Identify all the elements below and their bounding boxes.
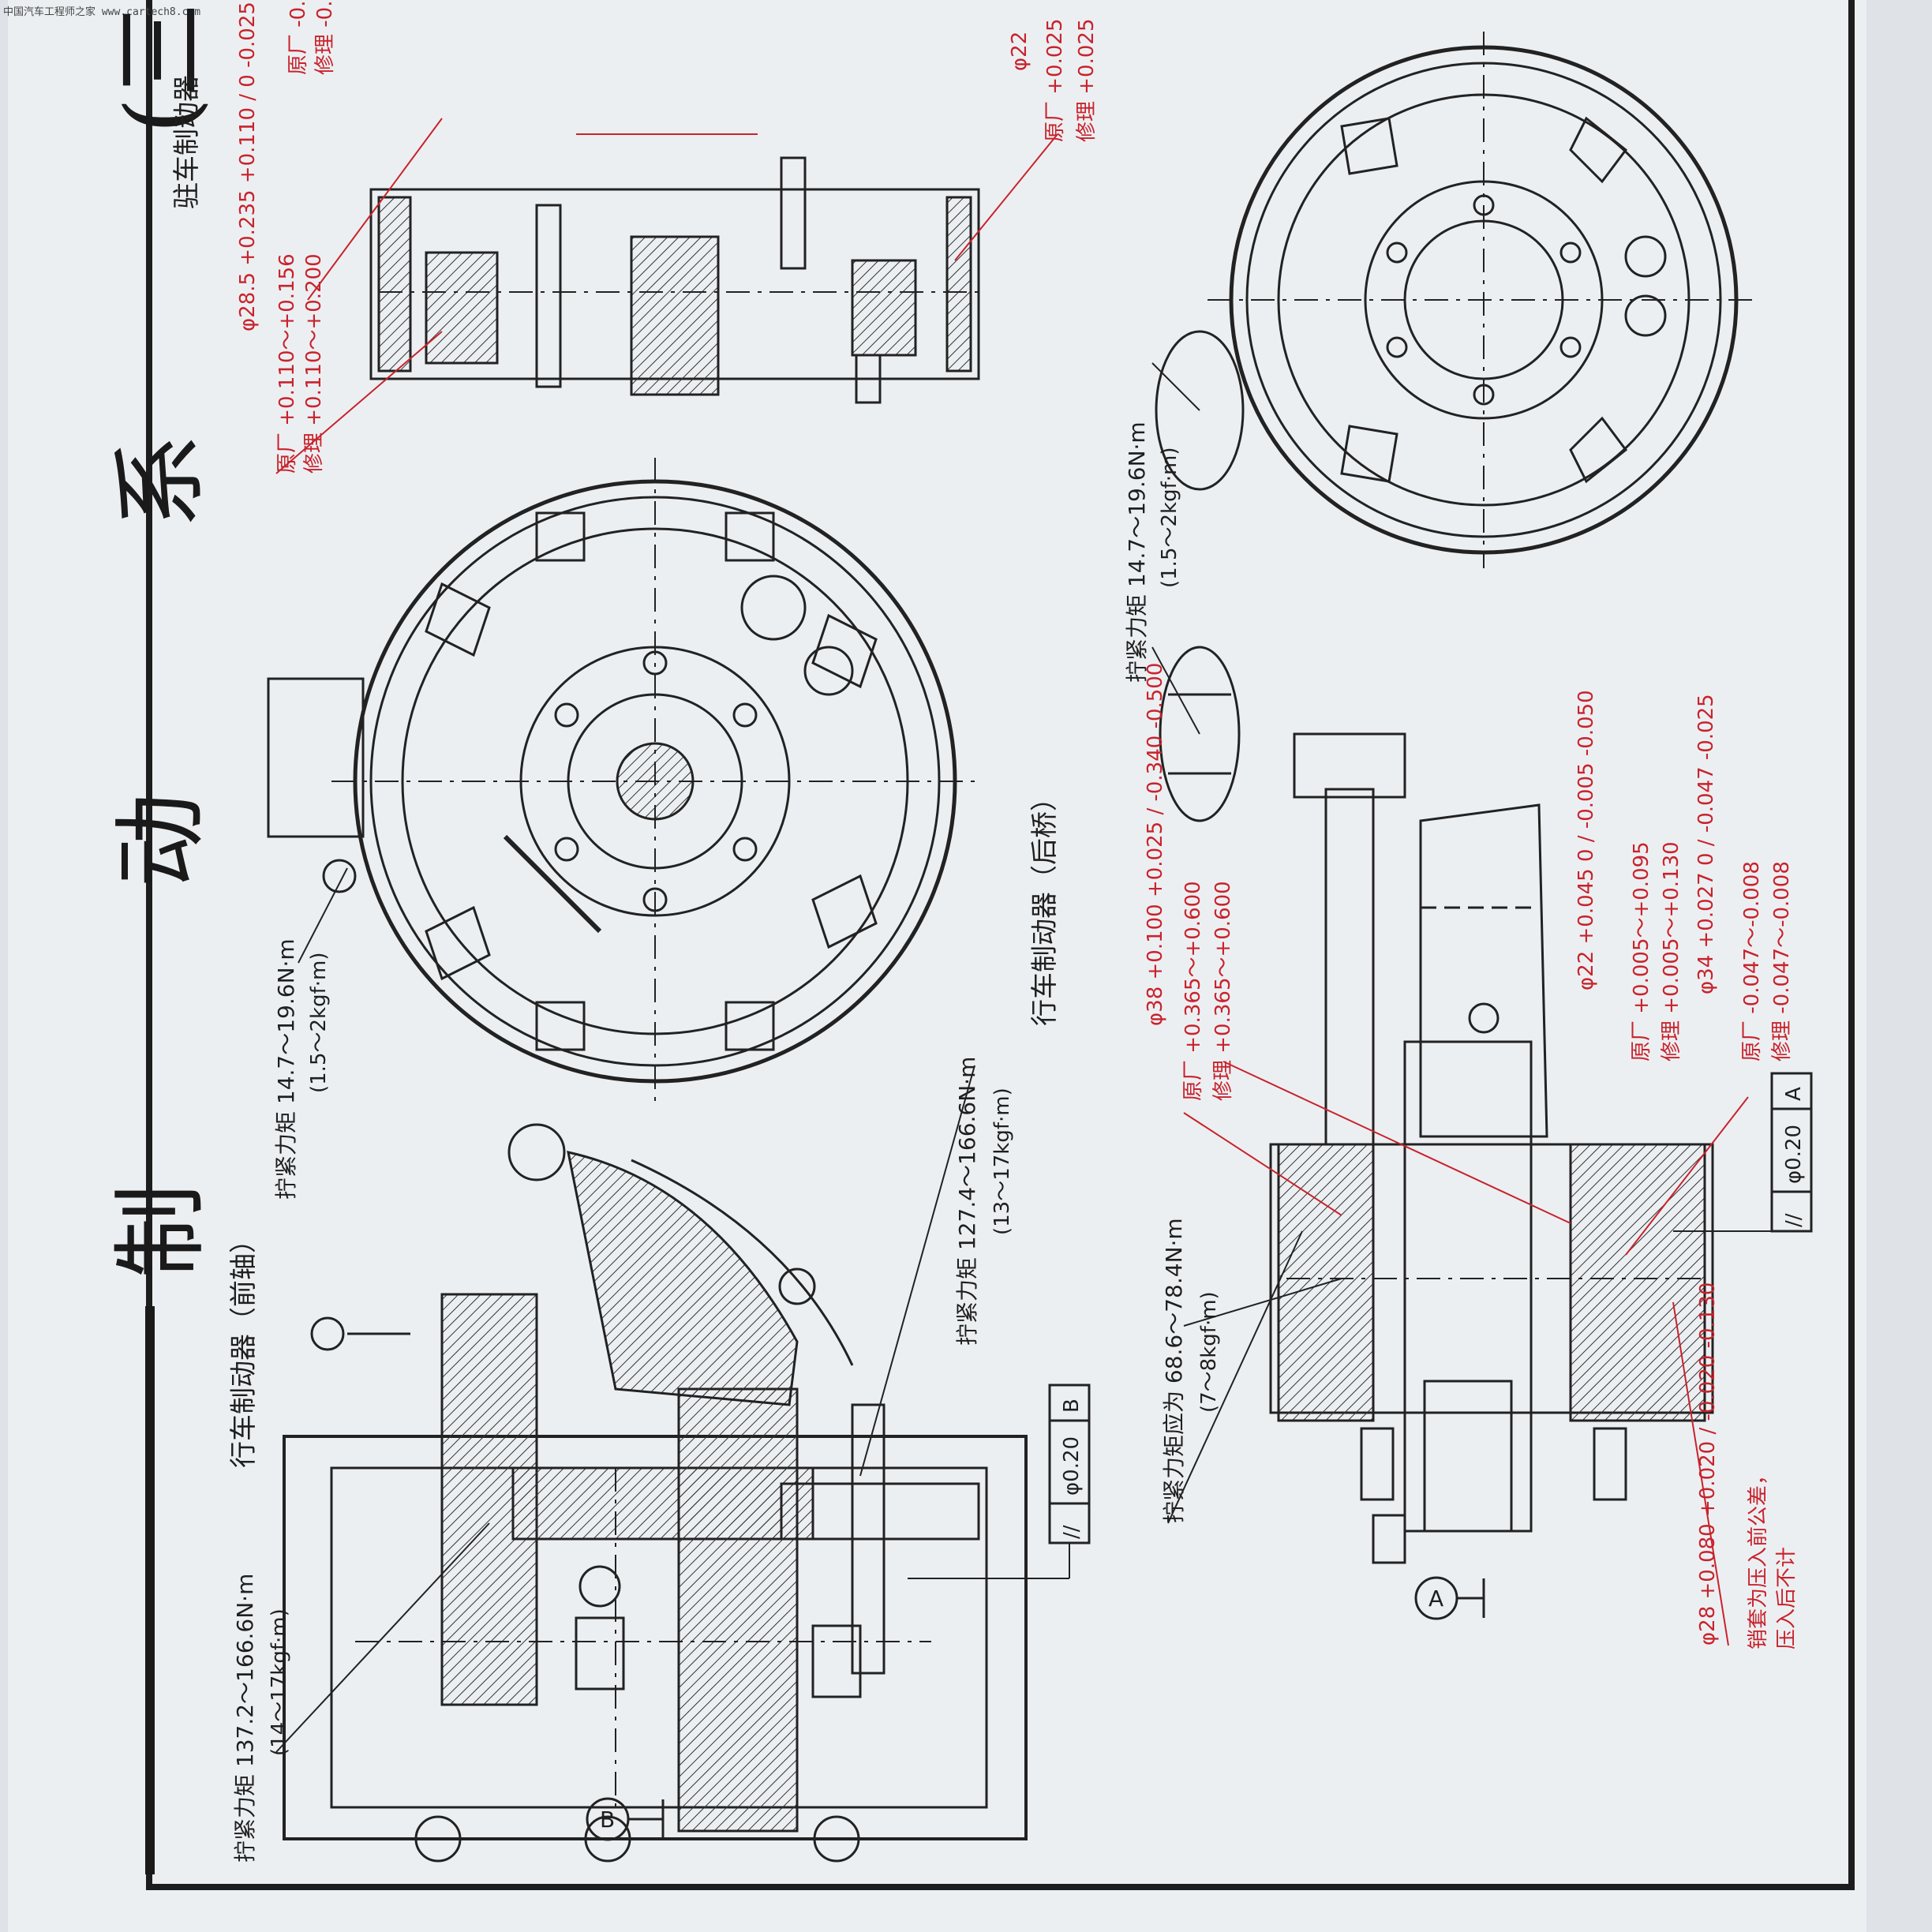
- svg-text:(7～8kgf·m): (7～8kgf·m): [1197, 1291, 1221, 1413]
- leader-lines: [275, 362, 1342, 1753]
- svg-text:拧紧力矩 137.2～166.6N·m: 拧紧力矩 137.2～166.6N·m: [232, 1574, 258, 1863]
- tolerance-annotations: φ28.5 +0.235 +0.110 / 0 -0.025 原厂 +0.110…: [236, 1, 1799, 1649]
- title-char-1: 制: [107, 1184, 216, 1279]
- parking-brake-section-drawing: [369, 133, 980, 404]
- svg-text:原厂 +0.110～+0.156: 原厂 +0.110～+0.156: [275, 253, 299, 474]
- subtitle-front-axle: 行车制动器（前轴）: [228, 1226, 260, 1468]
- torque-annotations: 拧紧力矩 137.2～166.6N·m (14～17kgf·m) 拧紧力矩 14…: [232, 421, 1221, 1863]
- svg-text:φ28 +0.080 +0.020 / -0.020 -0.: φ28 +0.080 +0.020 / -0.020 -0.130: [1696, 1282, 1720, 1646]
- svg-text:原厂 +0.005～+0.095: 原厂 +0.005～+0.095: [1630, 841, 1653, 1061]
- red-leader-lines: [275, 118, 1749, 1646]
- svg-text:修理 +0.110～+0.200: 修理 +0.110～+0.200: [302, 253, 326, 474]
- svg-text:φ28.5 +0.235 +0.110 / 0 -0.025: φ28.5 +0.235 +0.110 / 0 -0.025: [236, 2, 260, 331]
- front-brake-section-drawing: [283, 1123, 1028, 1863]
- svg-text:原厂 -0.047～-0.008: 原厂 -0.047～-0.008: [1740, 861, 1764, 1061]
- svg-text:A: A: [1428, 1586, 1443, 1612]
- svg-text:(14～17kgf·m): (14～17kgf·m): [268, 1608, 291, 1756]
- svg-text:(13～17kgf·m): (13～17kgf·m): [990, 1088, 1014, 1235]
- svg-text:B: B: [1060, 1398, 1084, 1413]
- svg-text:拧紧力矩 14.7～19.6N·m: 拧紧力矩 14.7～19.6N·m: [273, 938, 299, 1200]
- svg-text:φ38 +0.100 +0.025 / -0.340 -0.: φ38 +0.100 +0.025 / -0.340 -0.500: [1144, 663, 1167, 1026]
- svg-text:修理 +0.025: 修理 +0.025: [1075, 19, 1099, 142]
- page-border: [146, 0, 1855, 1890]
- svg-text:拧紧力矩应为 68.6～78.4N·m: 拧紧力矩应为 68.6～78.4N·m: [1161, 1218, 1187, 1523]
- svg-text:原厂 +0.365～+0.600: 原厂 +0.365～+0.600: [1181, 881, 1205, 1101]
- svg-text:压入后不计: 压入后不计: [1775, 1547, 1799, 1649]
- svg-text:φ34 +0.027 0 / -0.047 -0.025: φ34 +0.027 0 / -0.047 -0.025: [1694, 694, 1718, 994]
- title-char-3: 系: [107, 434, 216, 529]
- datum-a-marker: A: [1414, 1576, 1485, 1620]
- svg-text:修理 -0.047～-0.008: 修理 -0.047～-0.008: [1770, 861, 1794, 1061]
- svg-text:φ22 +0.045 0 / -0.005 -0.050: φ22 +0.045 0 / -0.005 -0.050: [1574, 690, 1598, 990]
- svg-text://: //: [1060, 1525, 1084, 1539]
- parallelism-frame-a: // φ0.20 A: [1673, 1072, 1813, 1233]
- subtitle-rear-axle: 行车制动器（后桥）: [1029, 784, 1061, 1026]
- svg-text:(1.5～2kgf·m): (1.5～2kgf·m): [1158, 447, 1181, 588]
- svg-text:φ0.20: φ0.20: [1782, 1125, 1806, 1184]
- svg-text:B: B: [600, 1807, 615, 1833]
- svg-text:原厂 +0.025: 原厂 +0.025: [1043, 19, 1067, 142]
- svg-text:修理 +0.005～+0.130: 修理 +0.005～+0.130: [1660, 841, 1683, 1061]
- title-char-4: (三: [107, 2, 216, 134]
- svg-text:原厂 -0.: 原厂 -0.: [286, 1, 310, 75]
- svg-text://: //: [1782, 1213, 1806, 1227]
- title-char-2: 动: [107, 793, 216, 888]
- svg-text:修理 +0.365～+0.600: 修理 +0.365～+0.600: [1211, 881, 1235, 1101]
- parking-brake-drum-view: [1155, 32, 1760, 568]
- printed-page: [8, 0, 1866, 1932]
- svg-text:φ22: φ22: [1008, 32, 1032, 71]
- svg-text:修理 -0.: 修理 -0.: [313, 1, 337, 75]
- section-title: 制 动 系 (三: [107, 2, 216, 1874]
- svg-text:拧紧力矩 14.7～19.6N·m: 拧紧力矩 14.7～19.6N·m: [1124, 421, 1150, 683]
- svg-text:拧紧力矩 127.4～166.6N·m: 拧紧力矩 127.4～166.6N·m: [954, 1057, 980, 1346]
- svg-text:φ0.20: φ0.20: [1060, 1436, 1084, 1496]
- datum-b-marker: B: [586, 1797, 665, 1841]
- svg-text:销套为压入前公差，: 销套为压入前公差，: [1747, 1465, 1770, 1649]
- subtitle-parking-brake: 驻车制动器: [171, 75, 203, 209]
- watermark: 中国汽车工程师之家 www.cartech8.com: [3, 6, 201, 18]
- front-brake-drum-view: [267, 458, 979, 1105]
- parallelism-frame-b: // φ0.20 B: [908, 1383, 1091, 1579]
- svg-text:(1.5～2kgf·m): (1.5～2kgf·m): [307, 953, 331, 1093]
- rear-brake-assembly-drawing: [1159, 646, 1714, 1564]
- svg-text:A: A: [1782, 1087, 1806, 1101]
